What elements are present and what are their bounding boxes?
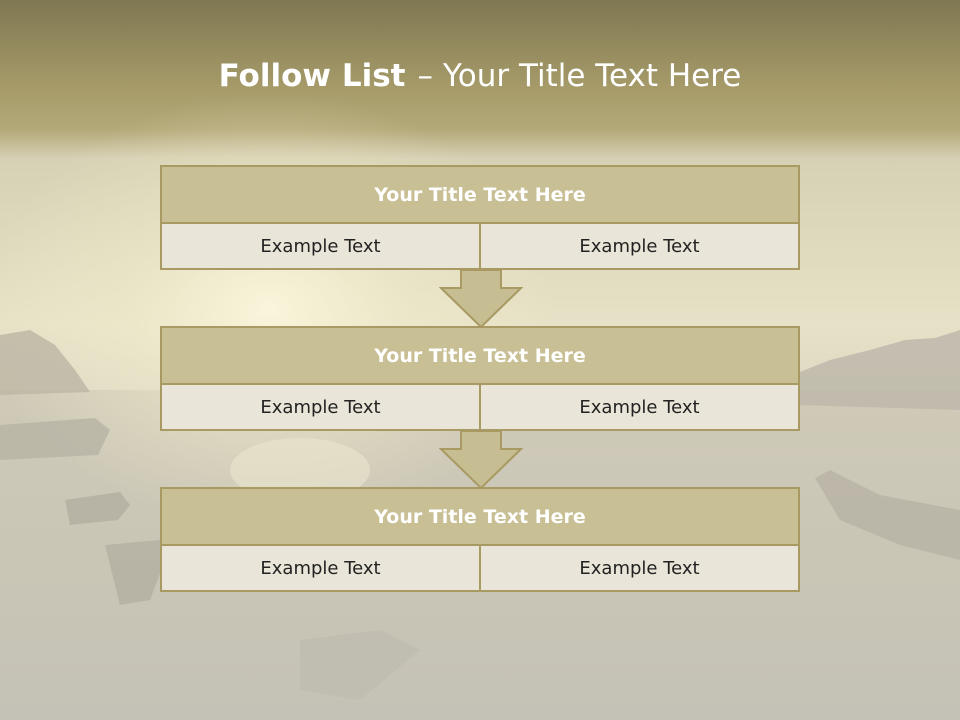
block-cell-right[interactable]: Example Text bbox=[479, 224, 798, 268]
block-title[interactable]: Your Title Text Here bbox=[162, 167, 798, 224]
slide-title-rest: Your Title Text Here bbox=[442, 58, 742, 94]
block-row: Example Text Example Text bbox=[162, 224, 798, 268]
down-arrow-icon bbox=[439, 430, 523, 490]
block-cell-left[interactable]: Example Text bbox=[162, 546, 479, 590]
slide-title-strong: Follow List bbox=[218, 58, 406, 94]
slide-title: Follow List–Your Title Text Here bbox=[0, 54, 960, 98]
block-title[interactable]: Your Title Text Here bbox=[162, 489, 798, 546]
block-cell-left[interactable]: Example Text bbox=[162, 385, 479, 429]
block-row: Example Text Example Text bbox=[162, 546, 798, 590]
list-block-2[interactable]: Your Title Text Here Example Text Exampl… bbox=[160, 326, 800, 431]
block-cell-left[interactable]: Example Text bbox=[162, 224, 479, 268]
list-block-1[interactable]: Your Title Text Here Example Text Exampl… bbox=[160, 165, 800, 270]
block-row: Example Text Example Text bbox=[162, 385, 798, 429]
block-title[interactable]: Your Title Text Here bbox=[162, 328, 798, 385]
block-cell-right[interactable]: Example Text bbox=[479, 546, 798, 590]
down-arrow-icon bbox=[439, 269, 523, 329]
slide-title-separator: – bbox=[417, 58, 433, 94]
block-cell-right[interactable]: Example Text bbox=[479, 385, 798, 429]
list-block-3[interactable]: Your Title Text Here Example Text Exampl… bbox=[160, 487, 800, 592]
